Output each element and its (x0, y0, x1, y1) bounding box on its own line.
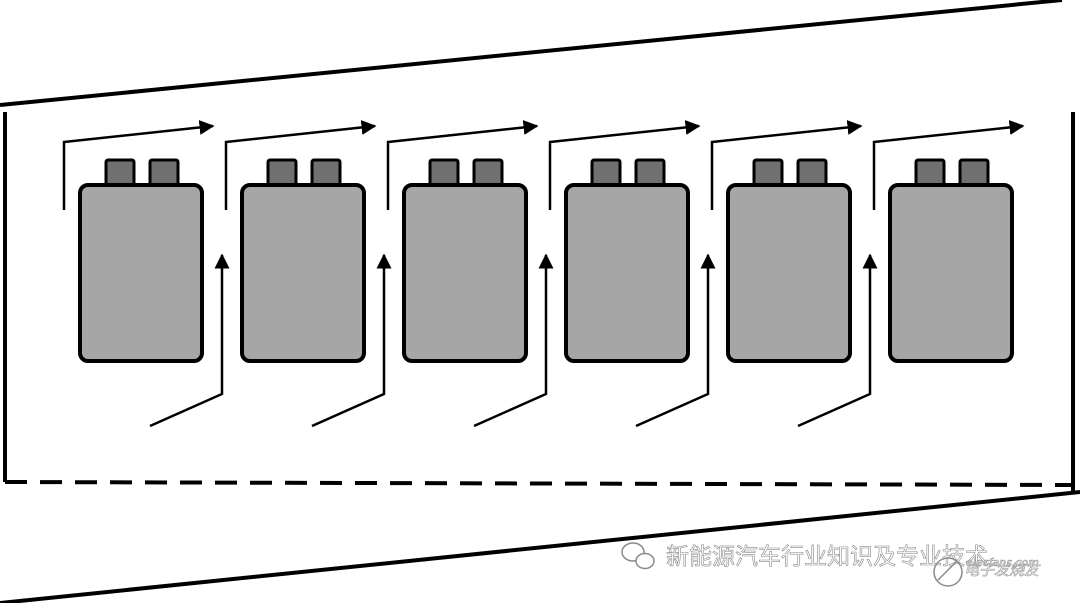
airflow-top-arrow (386, 119, 539, 210)
battery-cell (240, 158, 366, 363)
elecfans-logo-text: 电子发烧友 (964, 561, 1041, 579)
elecfans-logo-icon (933, 557, 963, 587)
cell-terminal-left (104, 158, 136, 189)
cell-terminal-right (634, 158, 666, 189)
elecfans-watermark: 电子发烧友 elecfans.com (933, 556, 1041, 587)
wechat-icon (621, 542, 655, 570)
airflow-top-arrow (548, 119, 701, 210)
airflow-bottom-arrow (635, 253, 716, 428)
cell-terminal-left (266, 158, 298, 189)
cell-terminal-right (148, 158, 180, 189)
elecfans-url: elecfans.com (966, 556, 1039, 569)
cell-terminal-left (590, 158, 622, 189)
airflow-top-arrow (62, 119, 215, 210)
cell-body (78, 183, 204, 363)
battery-cell (564, 158, 690, 363)
battery-cell (726, 158, 852, 363)
wechat-watermark: 新能源汽车行业知识及专业技术 (621, 542, 988, 570)
bottom-dashed-boundary (4, 480, 1074, 487)
watermark-account-name: 新能源汽车行业知识及专业技术 (666, 544, 988, 570)
cell-body (402, 183, 528, 363)
airflow-bottom-arrow (473, 253, 554, 428)
cell-terminal-left (428, 158, 460, 189)
cell-body (888, 183, 1014, 363)
airflow-top-arrow (710, 119, 863, 210)
bottom-sloped-wall (0, 490, 1080, 603)
top-sloped-wall (0, 0, 1063, 107)
airflow-bottom-arrow (797, 253, 878, 428)
cell-terminal-right (958, 158, 990, 189)
airflow-bottom-arrow (311, 253, 392, 428)
cell-body (240, 183, 366, 363)
airflow-bottom-arrow (149, 253, 230, 428)
cell-terminal-right (310, 158, 342, 189)
battery-cell (78, 158, 204, 363)
cell-body (726, 183, 852, 363)
cell-terminal-left (752, 158, 784, 189)
airflow-top-arrow (872, 119, 1025, 210)
cell-terminal-right (472, 158, 504, 189)
battery-cells (78, 158, 1014, 363)
battery-cell (402, 158, 528, 363)
cell-body (564, 183, 690, 363)
cell-terminal-right (796, 158, 828, 189)
airflow-arrows (62, 119, 1025, 428)
cell-terminal-left (914, 158, 946, 189)
battery-cell (888, 158, 1014, 363)
airflow-top-arrow (224, 119, 377, 210)
